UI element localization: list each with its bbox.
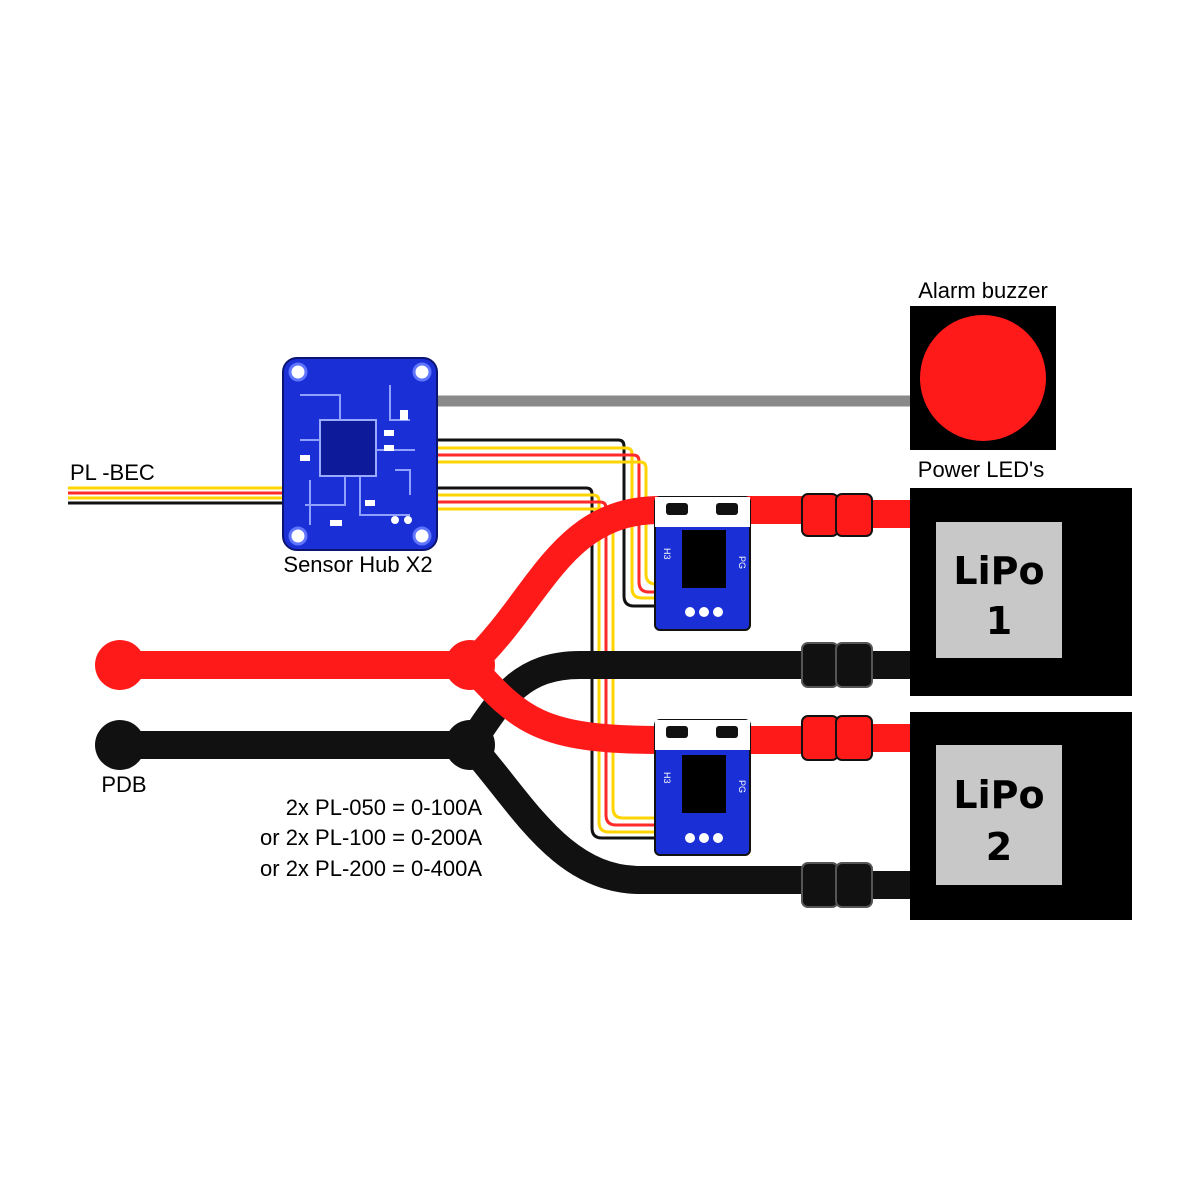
sensor-hub-board (282, 357, 438, 551)
alarm-buzzer (910, 306, 1056, 450)
sensor2-silkscreen-b: PG (737, 780, 747, 793)
sensor-hub-label: Sensor Hub X2 (283, 552, 432, 577)
lipo-2: LiPo 2 (910, 712, 1132, 920)
sensor2-silkscreen-a: H3 (662, 772, 672, 784)
current-sensor-2: H3 PG (654, 719, 751, 856)
note-line-2: or 2x PL-100 = 0-200A (260, 825, 482, 850)
note-line-3: or 2x PL-200 = 0-400A (260, 856, 482, 881)
connector-lipo1-positive (801, 493, 873, 537)
positive-junction (445, 640, 495, 690)
pdb-positive-terminal (95, 640, 145, 690)
lipo-1-number: 1 (986, 599, 1012, 643)
lipo-2-number: 2 (986, 825, 1012, 869)
lipo-1-name: LiPo (953, 549, 1044, 593)
pl-bec-signal-cable (68, 486, 292, 505)
negative-junction (445, 720, 495, 770)
lipo-1: LiPo 1 (910, 488, 1132, 696)
sensor1-silkscreen-b: PG (737, 556, 747, 569)
positive-wires (106, 496, 824, 754)
sensor1-silkscreen-a: H3 (662, 548, 672, 560)
pdb-negative-terminal (95, 720, 145, 770)
note-line-1: 2x PL-050 = 0-100A (286, 795, 483, 820)
connector-lipo2-negative (801, 862, 873, 908)
current-sensor-1: H3 PG (654, 496, 751, 631)
pl-bec-label: PL -BEC (70, 460, 155, 485)
pdb-label: PDB (101, 772, 146, 797)
connector-lipo2-positive (801, 715, 873, 761)
lipo-2-name: LiPo (953, 773, 1044, 817)
battery-leads (870, 500, 912, 899)
connector-lipo1-negative (801, 642, 873, 688)
alarm-buzzer-label: Alarm buzzer (918, 278, 1048, 303)
power-leds-label: Power LED's (918, 457, 1044, 482)
